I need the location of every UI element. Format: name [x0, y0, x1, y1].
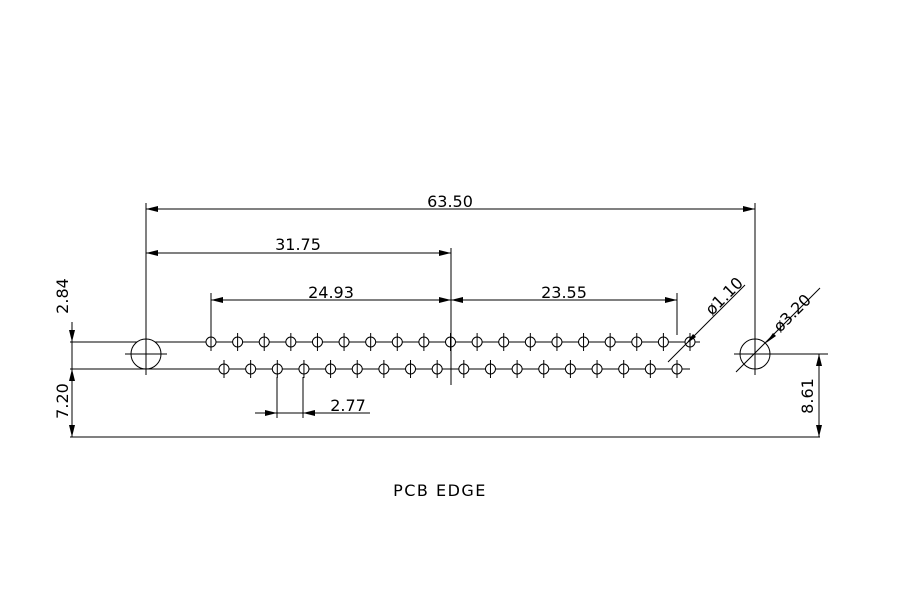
bottom-row-pin [378, 360, 390, 378]
dim-pin-pitch: 2.77 [255, 377, 370, 418]
top-row-pin [604, 333, 616, 351]
bottom-row-pin [431, 360, 443, 378]
bottom-row-pins [218, 360, 683, 378]
bottom-row-pin [511, 360, 523, 378]
top-row-pin [365, 333, 377, 351]
bottom-row-pin [538, 360, 550, 378]
dim-mount-hole-diameter-label: ø3.20 [769, 290, 815, 336]
top-row-pin [232, 333, 244, 351]
dim-pin-diameter: ø1.10 [667, 273, 747, 363]
bottom-row-pin [564, 360, 576, 378]
top-row-pin [498, 333, 510, 351]
dim-right-pin-span-label: 23.55 [541, 283, 587, 302]
top-row-pin [391, 333, 403, 351]
top-row-pin [258, 333, 270, 351]
top-row-pin [524, 333, 536, 351]
top-row-pins [205, 333, 696, 351]
dim-mount-hole-diameter: ø3.20 [735, 287, 821, 373]
top-row-pin [311, 333, 323, 351]
top-row-pin [551, 333, 563, 351]
dim-left-pin-span-label: 24.93 [308, 283, 354, 302]
top-row-pin [205, 333, 217, 351]
top-row-pin [631, 333, 643, 351]
bottom-row-pin [245, 360, 257, 378]
left-mount-hole [125, 333, 167, 375]
dim-row-offset: 2.84 [53, 278, 75, 437]
bottom-row-pin [271, 360, 283, 378]
dim-left-hole-to-edge-label: 7.20 [53, 383, 72, 419]
dim-pin-pitch-label: 2.77 [330, 396, 366, 415]
top-row-pin [684, 333, 696, 351]
bottom-row-pin [671, 360, 683, 378]
top-row-pin [338, 333, 350, 351]
bottom-row-pin [618, 360, 630, 378]
bottom-row-pin [325, 360, 337, 378]
top-row-pin [418, 333, 430, 351]
dim-row-offset-label: 2.84 [53, 278, 72, 314]
dim-left-pin-span: 24.93 [211, 283, 451, 303]
dim-pin-diameter-label: ø1.10 [701, 273, 747, 319]
dim-half-width-label: 31.75 [275, 235, 321, 254]
top-row-pin [578, 333, 590, 351]
dim-right-hole-to-edge: 8.61 [770, 353, 828, 437]
top-row-pin [471, 333, 483, 351]
dim-right-pin-span: 23.55 [451, 283, 677, 303]
bottom-row-pin [484, 360, 496, 378]
dim-left-hole-to-edge: 7.20 [53, 383, 75, 437]
dim-right-hole-to-edge-label: 8.61 [798, 378, 817, 414]
bottom-row-pin [351, 360, 363, 378]
dim-overall-width: 63.50 [146, 192, 755, 212]
dim-half-width: 31.75 [146, 235, 451, 256]
bottom-row-pin [458, 360, 470, 378]
top-row-pin [657, 333, 669, 351]
drawing-title: PCB EDGE [393, 481, 487, 500]
bottom-row-pin [298, 360, 310, 378]
bottom-row-pin [591, 360, 603, 378]
dim-overall-width-label: 63.50 [427, 192, 473, 211]
bottom-row-pin [644, 360, 656, 378]
top-row-pin [285, 333, 297, 351]
bottom-row-pin [405, 360, 417, 378]
bottom-row-pin [218, 360, 230, 378]
